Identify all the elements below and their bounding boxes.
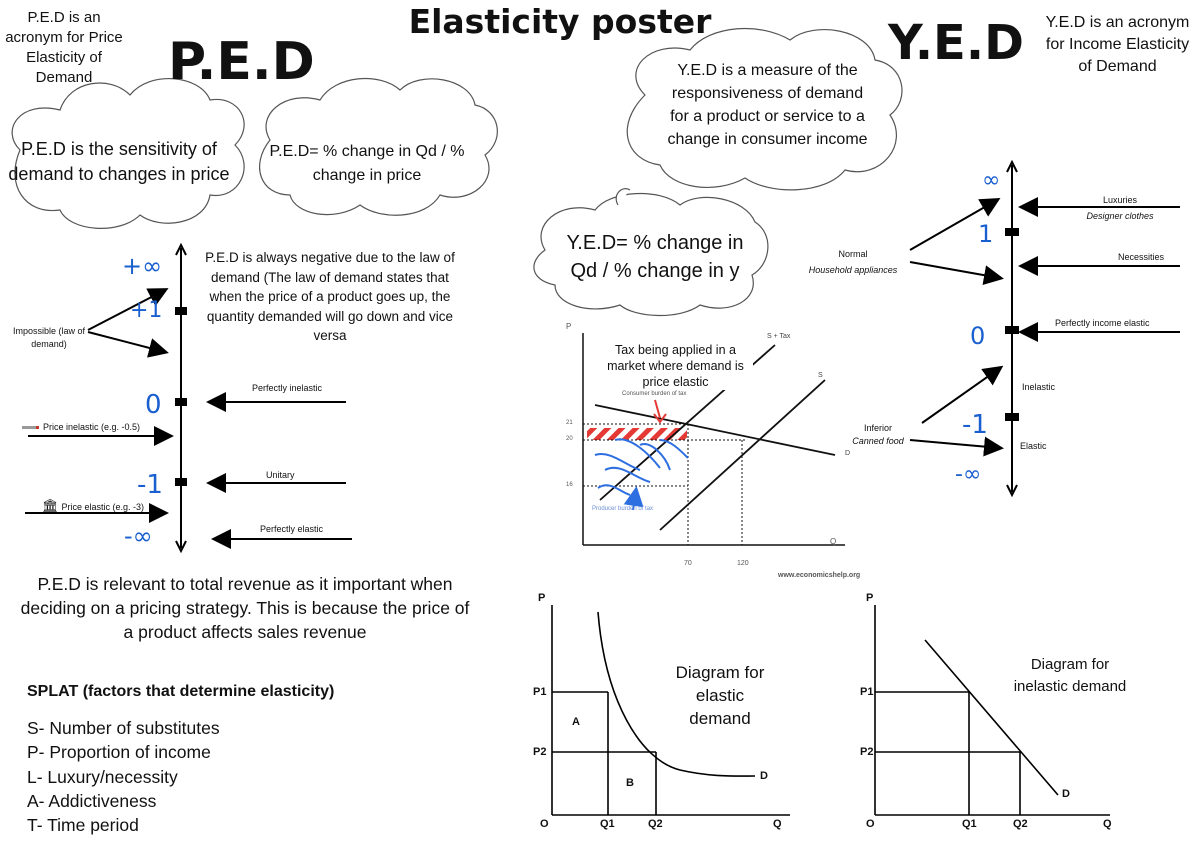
yed-mark-zero: 0 xyxy=(970,322,986,350)
yed-definition-cloud xyxy=(626,27,903,191)
ped-mark-plus-one: +1 xyxy=(130,298,163,323)
ped-unitary-label: Unitary xyxy=(266,470,295,480)
ped-revenue-note: P.E.D is relevant to total revenue as it… xyxy=(20,574,470,642)
elastic-diagram xyxy=(551,605,790,816)
elastic-q2-label: Q2 xyxy=(648,818,663,830)
yed-formula-cloud xyxy=(533,192,769,317)
ped-mark-plus-infinity: +∞ xyxy=(122,252,163,280)
inelastic-q-label: Q xyxy=(1103,818,1112,830)
tax-chart-y20: 20 xyxy=(566,436,573,442)
inelastic-diagram-caption: Diagram for inelastic demand xyxy=(1013,656,1127,695)
cloud-tail-bubbles xyxy=(615,188,631,206)
yed-mark-one: 1 xyxy=(978,220,994,248)
splat-item: P- Proportion of income xyxy=(27,742,211,763)
yed-normal-text: Normal xyxy=(838,249,868,259)
elastic-q-label: Q xyxy=(773,818,782,830)
ped-negative-note: P.E.D is always negative due to the law … xyxy=(205,250,455,343)
tax-chart-consumer-burden: Consumer burden of tax xyxy=(622,391,687,397)
elastic-a-label: A xyxy=(572,716,580,728)
yed-definition: Y.E.D is a measure of the responsiveness… xyxy=(667,62,868,148)
yed-inferior-text: Inferior xyxy=(863,423,892,433)
splat-item: A- Addictiveness xyxy=(27,790,157,811)
yed-luxuries-text: Luxuries xyxy=(1102,195,1138,205)
inelastic-p-label: P xyxy=(866,592,874,604)
splat-list: S- Number of substitutes P- Proportion o… xyxy=(27,716,220,837)
ped-acronym-note: P.E.D is an acronym for Price Elasticity… xyxy=(5,9,123,86)
tax-chart-q-label: Q xyxy=(830,537,837,546)
ped-definition: P.E.D is the sensitivity of demand to ch… xyxy=(8,139,230,184)
yed-heading: Y.E.D xyxy=(888,15,1024,71)
yed-necessities-label: Necessities xyxy=(1118,252,1165,262)
yed-inferior-example: Canned food xyxy=(852,436,904,446)
bank-icon: 🏛 xyxy=(42,498,59,513)
elastic-p-label: P xyxy=(538,592,546,604)
inelastic-q2-label: Q2 xyxy=(1013,818,1028,830)
tax-chart-x70: 70 xyxy=(684,560,692,567)
ped-price-inelastic-label: Price inelastic (e.g. -0.5) xyxy=(22,422,140,432)
inelastic-o-label: O xyxy=(866,818,875,830)
yed-scale-arrows xyxy=(909,197,1180,457)
yed-luxuries-label: Luxuries Designer clothes xyxy=(1065,192,1175,224)
ped-scale-arrows xyxy=(25,288,352,549)
inelastic-d-label: D xyxy=(1062,788,1070,800)
ped-scale-ticks xyxy=(175,307,187,486)
ped-definition-cloud xyxy=(11,77,245,229)
elastic-p1-label: P1 xyxy=(533,686,547,698)
tax-chart-producer-burden: Producer burden of tax xyxy=(592,506,654,512)
elastic-diagram-caption: Diagram for elastic demand xyxy=(675,663,765,728)
tax-chart-p-label: P xyxy=(566,322,572,331)
tax-chart-y21: 21 xyxy=(566,420,573,426)
ped-mark-zero: 0 xyxy=(145,390,162,420)
splat-item: T- Time period xyxy=(27,815,139,836)
yed-inelastic-label: Inelastic xyxy=(1022,382,1056,392)
ped-impossible-label: Impossible (law of demand) xyxy=(12,326,86,349)
ped-perfectly-inelastic-label: Perfectly inelastic xyxy=(252,383,323,393)
yed-formula: Y.E.D= % change in Qd / % change in y xyxy=(566,232,744,282)
elastic-o-label: O xyxy=(540,818,549,830)
yed-mark-infinity: ∞ xyxy=(982,168,1001,193)
elastic-b-label: B xyxy=(626,777,634,789)
splat-heading: SPLAT (factors that determine elasticity… xyxy=(27,683,335,700)
tax-chart-s-label: S xyxy=(818,372,823,379)
inelastic-p2-label: P2 xyxy=(860,746,874,758)
yed-scale-ticks xyxy=(1005,228,1019,421)
tax-chart xyxy=(582,333,845,546)
yed-inferior-label: Inferior Canned food xyxy=(838,422,918,448)
elastic-q1-label: Q1 xyxy=(600,818,615,830)
tax-chart-source: www.economicshelp.org xyxy=(778,572,861,579)
poster-title: Elasticity poster xyxy=(408,2,712,41)
elastic-p2-label: P2 xyxy=(533,746,547,758)
inelastic-q1-label: Q1 xyxy=(962,818,977,830)
inelastic-p1-label: P1 xyxy=(860,686,874,698)
cigarette-icon xyxy=(22,426,39,430)
ped-formula: P.E.D= % change in Qd / % change in pric… xyxy=(269,143,465,184)
tax-chart-x120: 120 xyxy=(737,560,749,567)
yed-normal-label: Normal Household appliances xyxy=(798,246,908,278)
ped-price-elastic-label: 🏛Price elastic (e.g. -3) xyxy=(42,498,145,513)
tax-chart-s-tax-label: S + Tax xyxy=(767,333,791,340)
ped-mark-minus-one: -1 xyxy=(137,470,163,500)
yed-perfectly-income-elastic-label: Perfectly income elastic xyxy=(1055,318,1150,328)
ped-heading: P.E.D xyxy=(168,32,315,92)
ped-mark-minus-infinity: -∞ xyxy=(124,522,153,550)
ped-perfectly-elastic-label: Perfectly elastic xyxy=(260,524,324,534)
tax-chart-d-label: D xyxy=(845,450,851,457)
ped-formula-cloud xyxy=(259,77,498,216)
yed-normal-example: Household appliances xyxy=(808,265,898,275)
splat-item: S- Number of substitutes xyxy=(27,718,220,738)
yed-acronym-note: Y.E.D is an acronym for Income Elasticit… xyxy=(1045,14,1190,75)
yed-mark-minus-infinity: -∞ xyxy=(955,462,982,487)
tax-chart-note: Tax being applied in a market where dema… xyxy=(598,342,753,390)
yed-luxuries-example: Designer clothes xyxy=(1086,211,1154,221)
yed-mark-minus-one: -1 xyxy=(962,410,988,440)
tax-chart-y16: 16 xyxy=(566,482,573,488)
elastic-d-label: D xyxy=(760,770,768,782)
yed-elastic-label: Elastic xyxy=(1020,441,1047,451)
splat-item: L- Luxury/necessity xyxy=(27,766,178,787)
inelastic-diagram xyxy=(874,605,1110,816)
